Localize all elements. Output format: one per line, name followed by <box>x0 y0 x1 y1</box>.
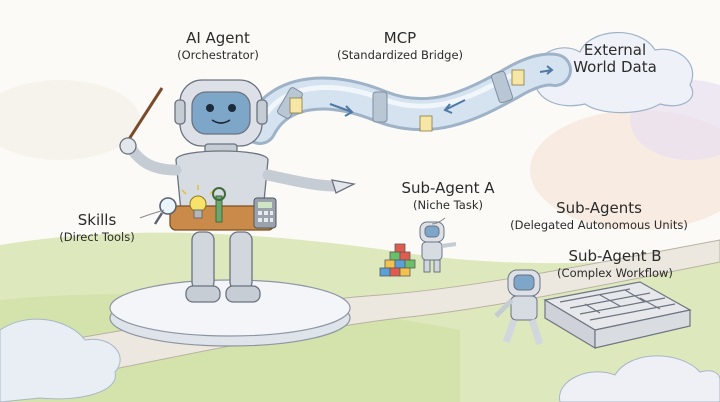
sub-agent-a-title: Sub-Agent A <box>401 179 495 197</box>
document-icon <box>289 69 525 132</box>
sub-agent-b-robot <box>494 269 544 346</box>
skills-subtitle: (Direct Tools) <box>59 229 135 244</box>
skills-title: Skills <box>77 211 117 229</box>
platform <box>109 279 351 347</box>
external-world-data-label: External World Data <box>565 42 665 75</box>
arrow-icon <box>329 65 554 117</box>
maze-icon <box>543 281 692 350</box>
mcp-pipe <box>243 52 572 145</box>
block-stack-icon <box>379 243 416 277</box>
skills-label: Skills (Direct Tools) <box>52 212 142 243</box>
cloud-icon <box>533 32 694 114</box>
sub-agent-b-title: Sub-Agent B <box>568 247 662 265</box>
ai-agent-label: AI Agent (Orchestrator) <box>163 30 273 61</box>
mcp-title: MCP <box>383 29 417 47</box>
mcp-label: MCP (Standardized Bridge) <box>330 30 470 61</box>
sub-agent-a-label: Sub-Agent A (Niche Task) <box>388 180 508 211</box>
ai-agent-subtitle: (Orchestrator) <box>177 47 259 62</box>
calculator-icon <box>253 197 277 229</box>
mcp-subtitle: (Standardized Bridge) <box>336 47 464 62</box>
external-line-2: World Data <box>573 57 657 76</box>
sub-agents-subtitle: (Delegated Autonomous Units) <box>510 217 688 232</box>
sub-agents-title: Sub-Agents <box>556 199 642 217</box>
wrench-icon <box>212 187 226 223</box>
external-line-1: External <box>583 41 647 59</box>
ai-agent-title: AI Agent <box>186 29 250 47</box>
sub-agent-b-label: Sub-Agent B (Complex Workflow) <box>548 248 682 279</box>
bottom-left-cloud <box>0 318 121 402</box>
sub-agent-a-robot <box>419 221 457 273</box>
lightbulb-icon <box>181 185 215 219</box>
sub-agents-label: Sub-Agents (Delegated Autonomous Units) <box>490 200 708 231</box>
leader-lines <box>139 209 446 225</box>
sub-agent-b-subtitle: (Complex Workflow) <box>557 265 673 280</box>
sub-agent-a-subtitle: (Niche Task) <box>413 197 483 212</box>
bottom-right-cloud <box>559 355 720 402</box>
